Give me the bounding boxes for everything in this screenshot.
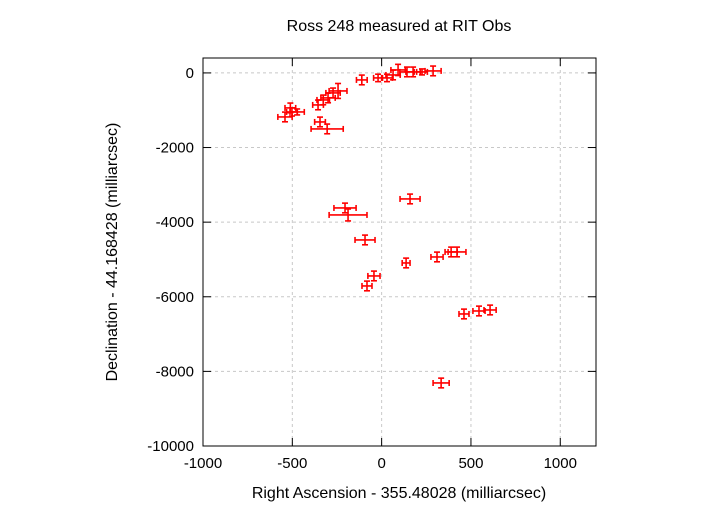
y-tick-label: -6000 [156,289,194,306]
data-point [328,208,368,222]
data-points [277,63,497,389]
plot-frame [202,57,597,447]
data-point [361,280,373,292]
grid [202,58,596,447]
data-point [483,304,497,316]
data-point [289,108,306,116]
y-tick-label: 0 [186,65,194,82]
x-tick-label: 0 [377,455,385,472]
data-point [424,65,442,77]
data-point [313,116,327,128]
data-point [333,202,357,214]
data-point [472,305,486,317]
y-tick-label: -2000 [156,140,194,157]
y-axis-label: Declination - 44.168428 (milliarcsec) [104,123,121,382]
data-point [277,111,293,123]
data-point [447,246,467,258]
data-point [310,123,345,135]
x-tick-label: 1000 [544,455,577,472]
x-axis-label: Right Ascension - 355.48028 (milliarcsec… [252,485,546,502]
data-point [399,193,421,205]
data-point [430,251,444,263]
data-point [432,377,450,389]
data-point [355,74,368,86]
x-tick-label: 500 [458,455,483,472]
data-point [354,234,376,246]
data-point [367,270,381,282]
data-point [385,69,402,81]
data-point [415,68,429,76]
y-tick-label: -8000 [156,363,194,380]
x-tick-label: -500 [277,455,307,472]
data-point [328,82,348,100]
y-tick-label: -4000 [156,214,194,231]
x-tick-label: -1000 [184,455,222,472]
data-point [458,308,470,320]
ticks: -1000 -500 0 500 1000 0 -2000 -4000 -6000 -8000 -1… [147,58,596,472]
data-point [401,257,411,269]
chart-title: Ross 248 measured at RIT Obs [287,18,512,35]
y-tick-label: -10000 [147,438,194,455]
